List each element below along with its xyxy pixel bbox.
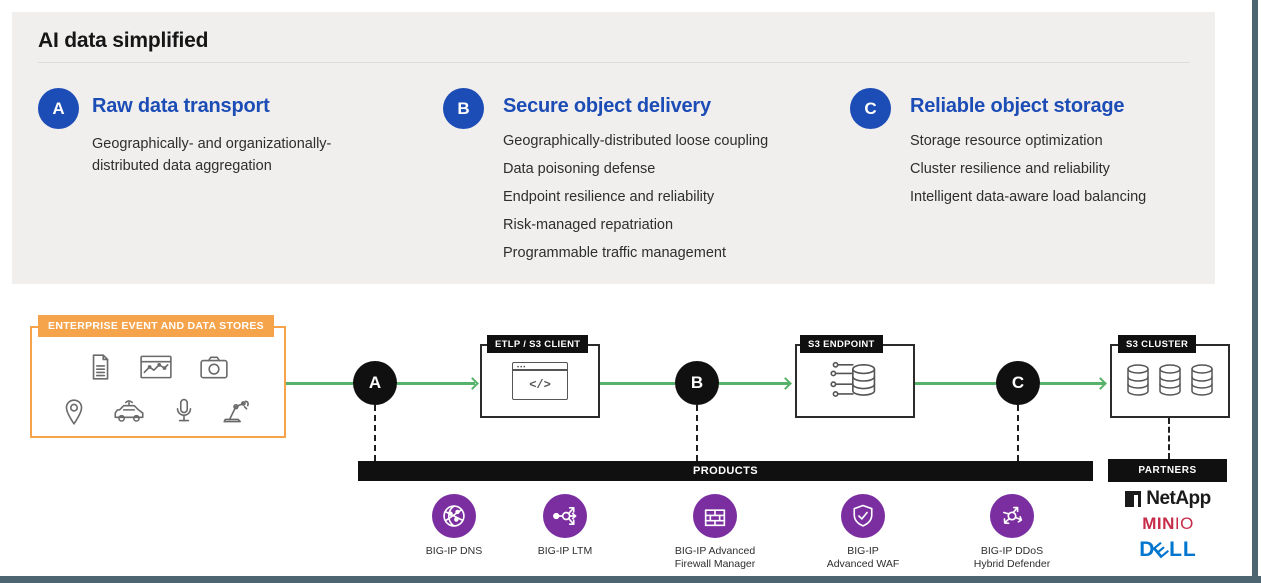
flow-stage-c: C	[996, 361, 1040, 405]
section-c-list: Storage resource optimization Cluster re…	[910, 133, 1146, 206]
dashed-connector	[1017, 405, 1019, 461]
product-label: BIG-IP Advanced WAF	[826, 545, 900, 570]
list-item: Geographically-distributed loose couplin…	[503, 133, 769, 149]
arrowhead-icon	[779, 376, 792, 390]
product-big-ip-ltm: BIG-IP LTM	[505, 494, 625, 558]
section-b-title: Secure object delivery	[503, 95, 711, 117]
product-big-ip-dns: BIG-IP DNS	[394, 494, 514, 558]
dashed-connector	[1168, 418, 1170, 459]
overview-panel: AI data simplified A Raw data transport …	[12, 12, 1215, 284]
list-item: Endpoint resilience and reliability	[503, 189, 715, 205]
microphone-icon	[176, 398, 192, 421]
title-divider	[38, 62, 1190, 63]
product-label: BIG-IP DDoS Hybrid Defender	[973, 545, 1051, 570]
document-icon	[92, 353, 109, 380]
section-a-title: Raw data transport	[92, 95, 270, 117]
flow-stage-b: B	[675, 361, 719, 405]
connected-car-icon	[114, 399, 144, 422]
flow-line	[397, 382, 475, 385]
arrowhead-icon	[466, 376, 479, 390]
badge-a: A	[38, 88, 79, 129]
list-item: Intelligent data-aware load balancing	[910, 189, 1147, 205]
globe-network-icon	[432, 494, 476, 538]
section-c-title: Reliable object storage	[910, 95, 1125, 117]
load-balancer-icon	[543, 494, 587, 538]
endpoint-database-icon	[830, 361, 876, 397]
camera-icon	[200, 356, 228, 379]
flow-line	[600, 382, 675, 385]
badge-b: B	[443, 88, 484, 129]
client-box-label: ETLP / S3 CLIENT	[487, 335, 589, 353]
product-big-ip-afm: BIG-IP Advanced Firewall Manager	[655, 494, 775, 571]
enterprise-data-stores-label: ENTERPRISE EVENT AND DATA STORES	[38, 315, 274, 337]
dell-logo: DELL	[1139, 538, 1197, 564]
cluster-box	[1110, 344, 1230, 418]
endpoint-box	[795, 344, 915, 418]
list-item: Programmable traffic management	[503, 245, 726, 261]
badge-c: C	[850, 88, 891, 129]
source-icons	[34, 344, 282, 434]
robot-arm-icon	[223, 400, 249, 422]
product-big-ip-ddos: BIG-IP DDoS Hybrid Defender	[952, 494, 1072, 571]
firewall-bricks-icon	[693, 494, 737, 538]
list-item: Cluster resilience and reliability	[910, 161, 1110, 177]
arrowhead-icon	[1094, 376, 1107, 390]
window-edge-bottom	[0, 576, 1261, 583]
partner-logos: NetApp MINIO DELL	[1102, 488, 1234, 564]
list-item: Storage resource optimization	[910, 133, 1103, 149]
shield-check-icon	[841, 494, 885, 538]
minio-logo: MINIO	[1142, 514, 1194, 533]
product-big-ip-waf: BIG-IP Advanced WAF	[803, 494, 923, 571]
flow-line	[1040, 382, 1104, 385]
page-title: AI data simplified	[38, 29, 209, 52]
endpoint-box-label: S3 ENDPOINT	[800, 335, 883, 353]
netapp-mark-icon	[1125, 491, 1142, 507]
netapp-logo: NetApp	[1125, 488, 1211, 510]
partners-bar: PARTNERS	[1108, 459, 1227, 482]
flow-line	[915, 382, 996, 385]
flow-stage-a: A	[353, 361, 397, 405]
location-pin-icon	[65, 398, 83, 425]
list-item: Data poisoning defense	[503, 161, 656, 177]
dashed-connector	[374, 405, 376, 461]
ddos-scatter-icon	[990, 494, 1034, 538]
cluster-databases-icon	[1127, 364, 1213, 396]
code-window-icon: ••• </>	[512, 362, 568, 400]
chart-window-icon	[140, 355, 172, 378]
section-b-list: Geographically-distributed loose couplin…	[503, 133, 768, 262]
code-glyph: </>	[529, 377, 551, 392]
product-label: BIG-IP DNS	[425, 545, 483, 557]
window-edge-right	[1252, 0, 1258, 577]
product-label: BIG-IP LTM	[537, 545, 593, 557]
product-label: BIG-IP Advanced Firewall Manager	[674, 545, 756, 570]
section-a-item: Geographically- and organizationally-dis…	[92, 136, 332, 174]
flow-line	[719, 382, 789, 385]
cluster-box-label: S3 CLUSTER	[1118, 335, 1197, 353]
list-item: Risk-managed repatriation	[503, 217, 674, 233]
products-bar: PRODUCTS	[358, 461, 1093, 481]
dashed-connector	[696, 405, 698, 461]
client-box: ••• </>	[480, 344, 600, 418]
flow-line	[286, 382, 353, 385]
